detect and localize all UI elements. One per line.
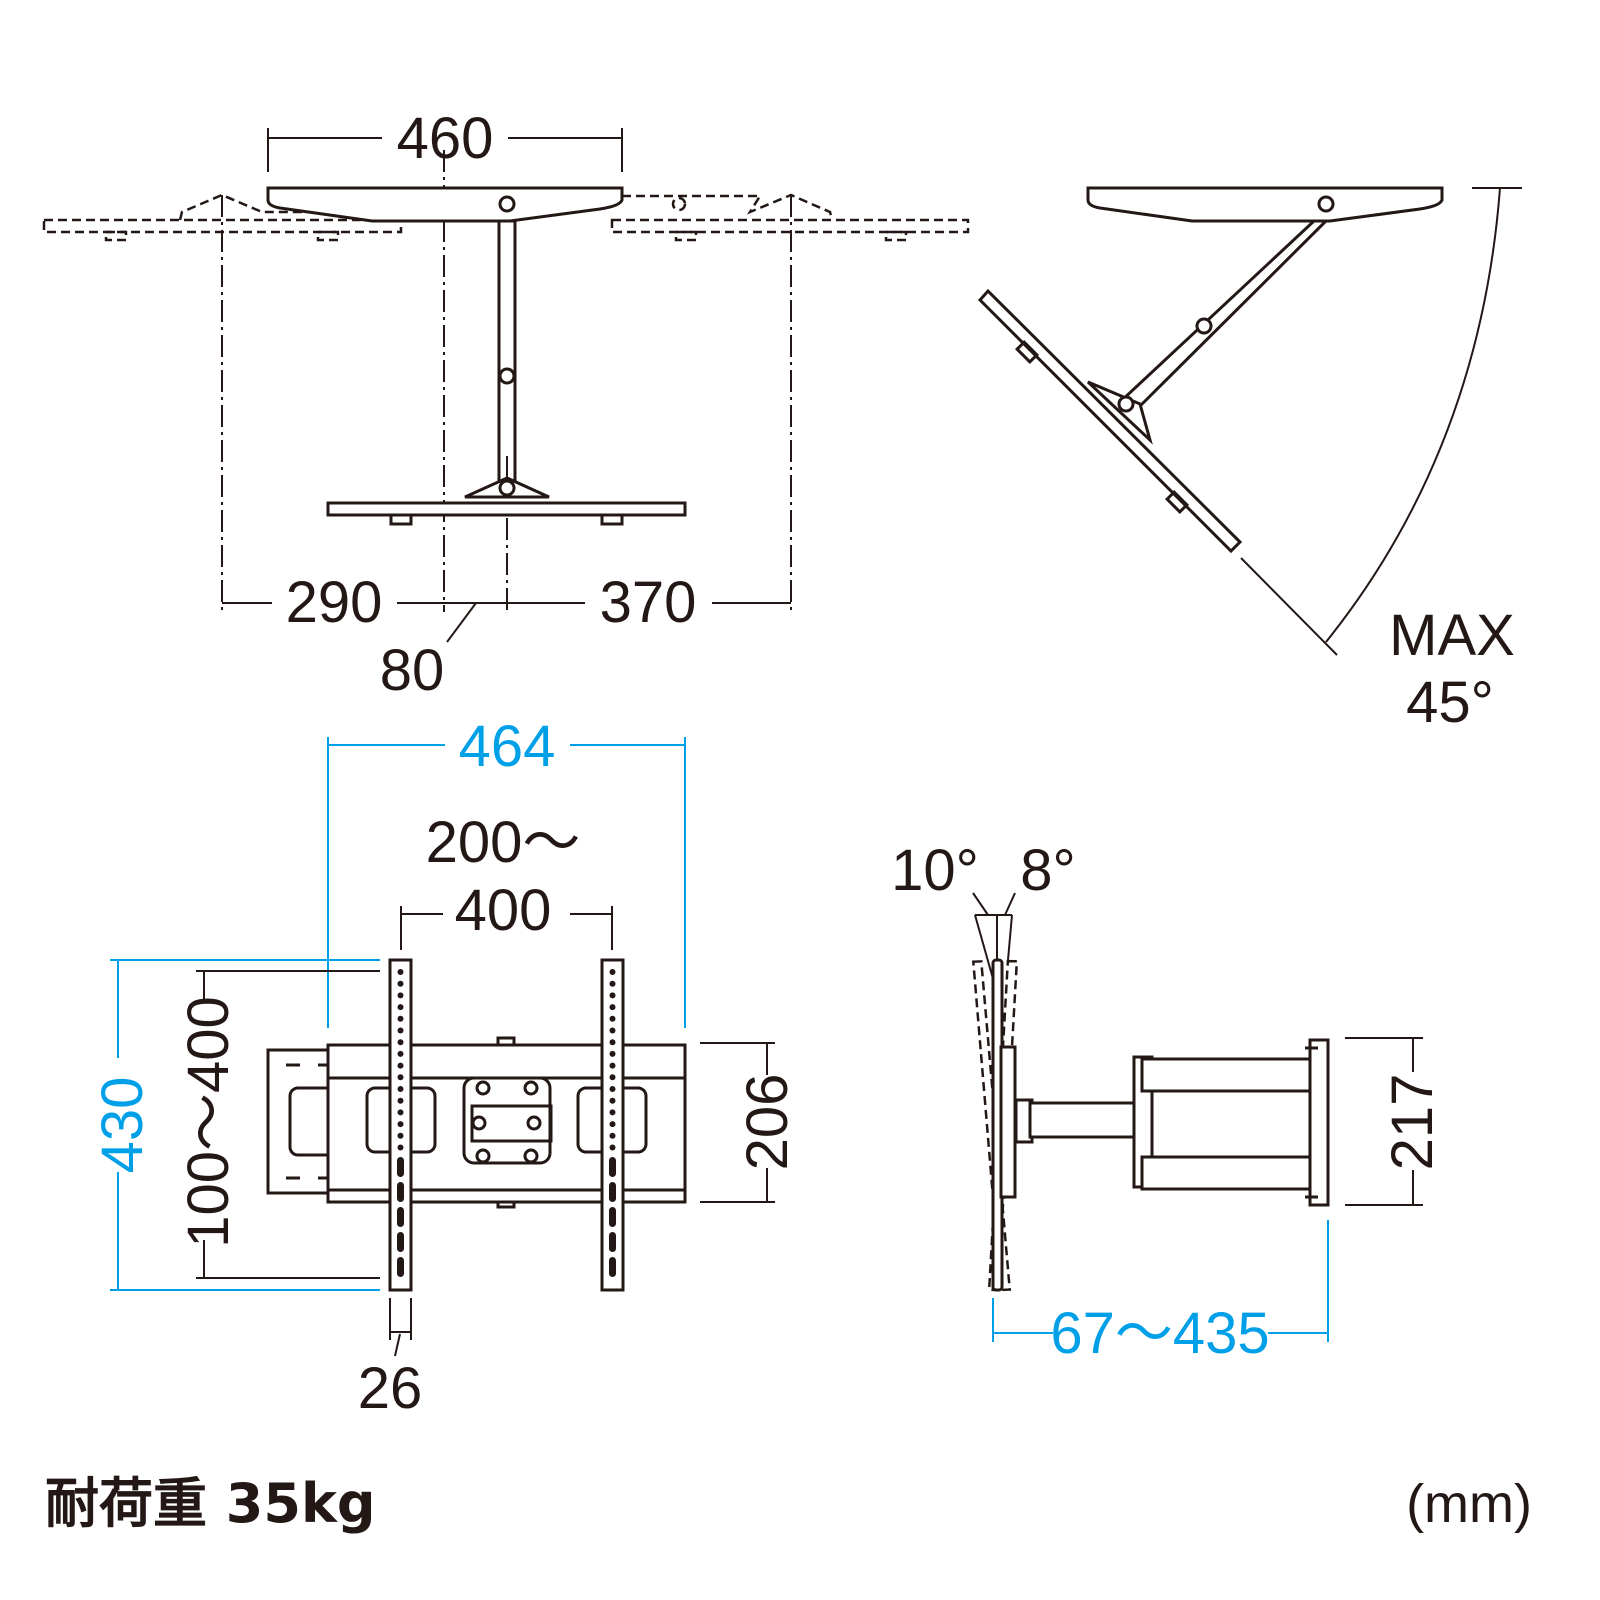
strip-slot: [397, 1207, 404, 1227]
dim-label-26: 26: [358, 1356, 423, 1421]
swing-arc: [1325, 187, 1501, 643]
tv-plate-rotated: [977, 288, 1243, 554]
wall-plate: [266, 186, 624, 223]
dim-label-206: 206: [735, 1074, 800, 1171]
dim-460: 460: [267, 106, 623, 172]
load-capacity: 耐荷重 35kg: [45, 1472, 376, 1535]
strip-slot: [397, 1182, 404, 1202]
dim-label-460: 460: [397, 106, 494, 171]
strip-hole: [609, 1050, 616, 1057]
strip-hole: [609, 992, 616, 999]
strip-hole: [609, 1086, 616, 1092]
strip-hole: [609, 1132, 616, 1139]
strip-slot: [609, 1232, 616, 1252]
strip-hole: [397, 1062, 404, 1069]
dim-label-370: 370: [600, 570, 697, 635]
strip-slot: [609, 1182, 616, 1202]
strip-hole: [397, 980, 404, 987]
side-view: 10° 8° 217 67～435: [891, 838, 1445, 1366]
max-angle-label: 45°: [1406, 670, 1494, 735]
strip-hole: [397, 1097, 404, 1104]
dim-swing: 290 370 80: [222, 570, 791, 703]
center-plate: [462, 1076, 553, 1165]
unit-label: (mm): [1406, 1474, 1532, 1534]
strip-hole: [397, 1027, 404, 1034]
strip-hole: [397, 969, 404, 975]
strip-slot: [397, 1157, 404, 1177]
dim-430: 430: [90, 959, 380, 1291]
dim-464: 464: [327, 714, 686, 1028]
dim-26: 26: [358, 1298, 423, 1421]
strip-hole: [397, 1039, 404, 1046]
dim-label-217: 217: [1380, 1074, 1445, 1171]
dim-label-400: 400: [455, 878, 552, 943]
top-view: 460 290 370 80: [42, 106, 970, 703]
strip-holes: [397, 969, 616, 1277]
strip-slot: [609, 1257, 616, 1277]
dim-217: 217: [1345, 1037, 1445, 1206]
strip-hole: [397, 1004, 404, 1011]
strip-hole: [397, 1050, 404, 1057]
strip-hole: [609, 969, 616, 975]
strip-hole: [397, 992, 404, 999]
tilt-up-label: 10°: [891, 838, 979, 903]
swivel-view: MAX 45°: [977, 186, 1522, 735]
strip-hole: [609, 1004, 616, 1011]
strip-hole: [609, 1097, 616, 1104]
strip-slot: [397, 1232, 404, 1252]
dim-vesa-h: 200～ 400: [400, 810, 613, 950]
dim-label-200: 200～: [426, 810, 581, 875]
strip-hole: [397, 1121, 404, 1128]
dim-label-80: 80: [380, 638, 445, 703]
dim-label-464: 464: [459, 714, 556, 779]
dim-206: 206: [700, 1042, 800, 1203]
strip-hole: [609, 1015, 616, 1022]
strip-hole: [397, 1074, 404, 1081]
max-label: MAX: [1389, 603, 1515, 668]
strip-hole: [609, 1109, 616, 1116]
strip-hole: [609, 1074, 616, 1081]
strip-hole: [397, 1109, 404, 1116]
strip-slot: [609, 1207, 616, 1227]
strip-hole: [609, 1062, 616, 1069]
dim-label-100-400: 100～400: [176, 996, 241, 1248]
strip-hole: [397, 1132, 404, 1139]
tilt-down-label: 8°: [1020, 838, 1075, 903]
strip-hole: [609, 980, 616, 987]
arm: [497, 219, 517, 493]
tv-plate: [326, 501, 687, 517]
strip-hole: [609, 1039, 616, 1046]
front-view: 464 200～ 400 430 100～400: [90, 714, 800, 1421]
strip-hole: [397, 1086, 404, 1092]
strip-hole: [397, 1144, 404, 1151]
strip-hole: [397, 1015, 404, 1022]
strip-hole: [609, 1144, 616, 1151]
dim-label-430: 430: [90, 1077, 155, 1174]
strip-hole: [609, 1027, 616, 1034]
strip-hole: [609, 1121, 616, 1128]
strip-slot: [609, 1157, 616, 1177]
dim-67-435: 67～435: [992, 1220, 1329, 1366]
strip-slot: [397, 1257, 404, 1277]
dim-vesa-v: 100～400: [176, 970, 380, 1279]
dim-label-290: 290: [286, 570, 383, 635]
dim-label-67-435: 67～435: [1050, 1301, 1269, 1366]
